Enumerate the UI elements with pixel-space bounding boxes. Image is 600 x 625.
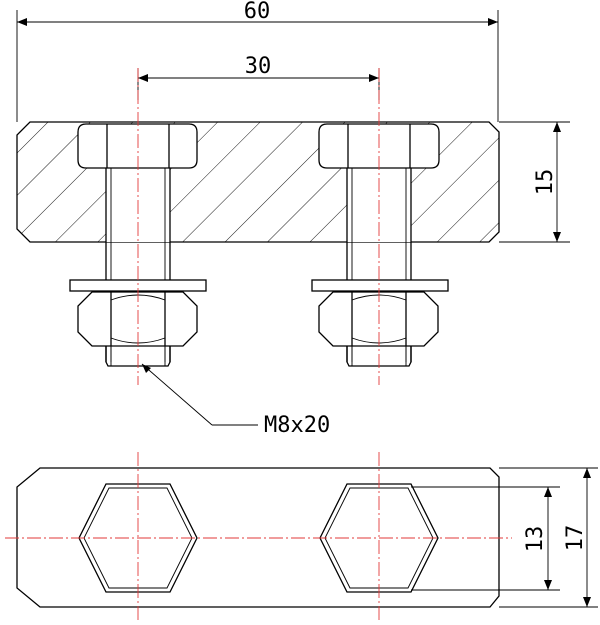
dimension-text-height: 17	[563, 525, 588, 552]
dimension-text-overall: 60	[244, 0, 271, 24]
left-bolt-section	[69, 123, 207, 367]
dimension-text-spacing: 30	[245, 54, 272, 79]
plan-view	[5, 452, 512, 622]
fastener-label: M8x20	[264, 413, 330, 438]
dimension-text-thickness: 15	[533, 169, 558, 196]
right-bolt-section	[311, 123, 449, 367]
dimension-bolt-spacing: 30	[137, 54, 380, 100]
dimension-plate-height: 17	[499, 467, 598, 608]
dimension-hex-across-flats: 13	[411, 486, 560, 591]
dimension-text-hex: 13	[523, 526, 548, 553]
plate-plan-outline	[16, 467, 500, 608]
dimension-plate-thickness: 15	[499, 121, 570, 243]
dimension-overall-width: 60	[16, 0, 499, 122]
section-view	[16, 68, 500, 385]
fastener-callout: M8x20	[141, 363, 330, 438]
